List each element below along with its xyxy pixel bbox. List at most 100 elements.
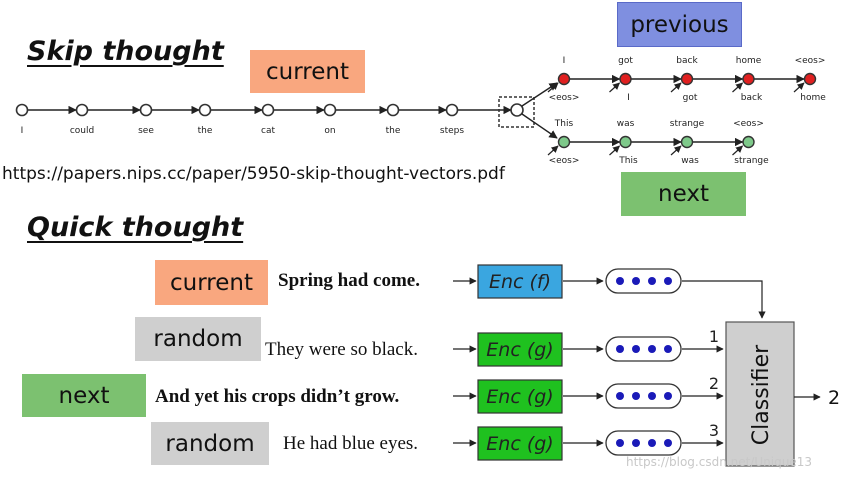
qt-random-label-box-1: random: [135, 317, 261, 361]
current-token-label: the: [198, 126, 213, 136]
qt-sentence-random-1: They were so black.: [265, 339, 418, 360]
embedding-dot: [648, 277, 656, 285]
skip-thought-heading: Skip thought: [27, 36, 224, 67]
embedding-dot: [664, 277, 672, 285]
embedding-vector: [605, 336, 682, 362]
encoder-state-box: [498, 96, 535, 128]
current-to-classifier-arrow: [682, 280, 766, 319]
embedding-dot: [616, 345, 624, 353]
quick-thought-heading: Quick thought: [27, 212, 244, 243]
previous-input-arrow: [670, 82, 682, 93]
embedding-dot: [648, 345, 656, 353]
classifier-box: [725, 321, 795, 467]
next-input-label: was: [681, 156, 699, 166]
current-token-node: [198, 103, 212, 117]
previous-token-node: [803, 72, 817, 86]
next-label-box: next: [621, 172, 746, 216]
candidate-index: 3: [709, 421, 719, 440]
qt-sentence-current: Spring had come.: [278, 270, 420, 291]
previous-output-label: got: [618, 56, 633, 66]
current-token-node: [75, 103, 89, 117]
previous-input-label: I: [627, 93, 630, 103]
embedding-dot: [632, 345, 640, 353]
encoder-label: Enc (f): [489, 271, 551, 293]
encoder-g-box: [477, 426, 563, 461]
previous-input-label: home: [800, 93, 826, 103]
embedding-dot: [648, 392, 656, 400]
classifier-output-value: 2: [828, 387, 840, 409]
qt-next-label-box: next: [22, 374, 146, 417]
embedding-dot: [664, 392, 672, 400]
paper-url: https://papers.nips.cc/paper/5950-skip-t…: [2, 164, 505, 184]
embedding-dot: [664, 345, 672, 353]
embedding-dot: [664, 439, 672, 447]
embedding-dot: [616, 392, 624, 400]
current-token-node: [139, 103, 153, 117]
qt-sentence-next: And yet his crops didn’t grow.: [155, 386, 400, 407]
watermark: https://blog.csdn.net/Unique13: [626, 455, 812, 469]
previous-output-label: back: [676, 56, 698, 66]
current-token-label: cat: [261, 126, 275, 136]
embedding-dot: [648, 439, 656, 447]
next-branch-arrow: [521, 113, 558, 139]
previous-token-node: [680, 72, 694, 86]
qt-current-label-box: current: [155, 260, 268, 305]
next-input-arrow: [732, 145, 744, 156]
previous-input-arrow: [793, 82, 805, 93]
previous-output-label: <eos>: [795, 56, 826, 66]
encoder-g-box: [477, 379, 563, 414]
previous-output-label: I: [563, 56, 566, 66]
current-token-node: [386, 103, 400, 117]
encoder-label: Enc (g): [486, 386, 553, 408]
sentence-vector-node: [510, 103, 524, 117]
current-token-node: [445, 103, 459, 117]
previous-input-arrow: [609, 82, 621, 93]
current-token-label: see: [138, 126, 154, 136]
previous-input-label: got: [683, 93, 698, 103]
current-token-label: the: [386, 126, 401, 136]
embedding-vector: [605, 430, 682, 456]
classifier-label: Classifier: [749, 344, 774, 445]
previous-output-label: home: [736, 56, 762, 66]
previous-input-label: <eos>: [549, 93, 580, 103]
next-output-label: <eos>: [733, 119, 764, 129]
current-token-node: [15, 103, 29, 117]
current-token-node: [323, 103, 337, 117]
next-input-arrow: [670, 145, 682, 156]
embedding-dot: [632, 277, 640, 285]
next-output-label: was: [617, 119, 635, 129]
next-input-label: <eos>: [549, 156, 580, 166]
next-token-node: [742, 135, 755, 149]
previous-token-node: [557, 72, 571, 86]
embedding-dot: [632, 392, 640, 400]
next-token-node: [680, 135, 694, 149]
embedding-dot: [632, 439, 640, 447]
current-label-box: current: [250, 50, 365, 93]
current-token-label: steps: [440, 126, 464, 136]
next-output-label: This: [554, 119, 574, 129]
previous-token-node: [619, 72, 632, 86]
next-input-arrow: [547, 145, 559, 156]
next-token-node: [557, 135, 571, 149]
next-output-label: strange: [670, 119, 705, 129]
next-input-label: This: [618, 156, 638, 166]
current-token-label: I: [21, 126, 24, 136]
next-input-label: strange: [734, 156, 769, 166]
candidate-index: 2: [709, 374, 719, 393]
current-token-node: [261, 103, 275, 117]
previous-input-arrow: [732, 82, 744, 93]
embedding-vector: [605, 383, 682, 409]
next-input-arrow: [609, 145, 621, 156]
qt-sentence-random-2: He had blue eyes.: [283, 433, 419, 454]
encoder-f-box: [477, 264, 563, 299]
current-token-label: on: [324, 126, 335, 136]
embedding-dot: [616, 277, 624, 285]
encoder-g-box: [477, 332, 563, 367]
embedding-vector: [605, 268, 682, 294]
previous-label-box: previous: [617, 2, 742, 47]
